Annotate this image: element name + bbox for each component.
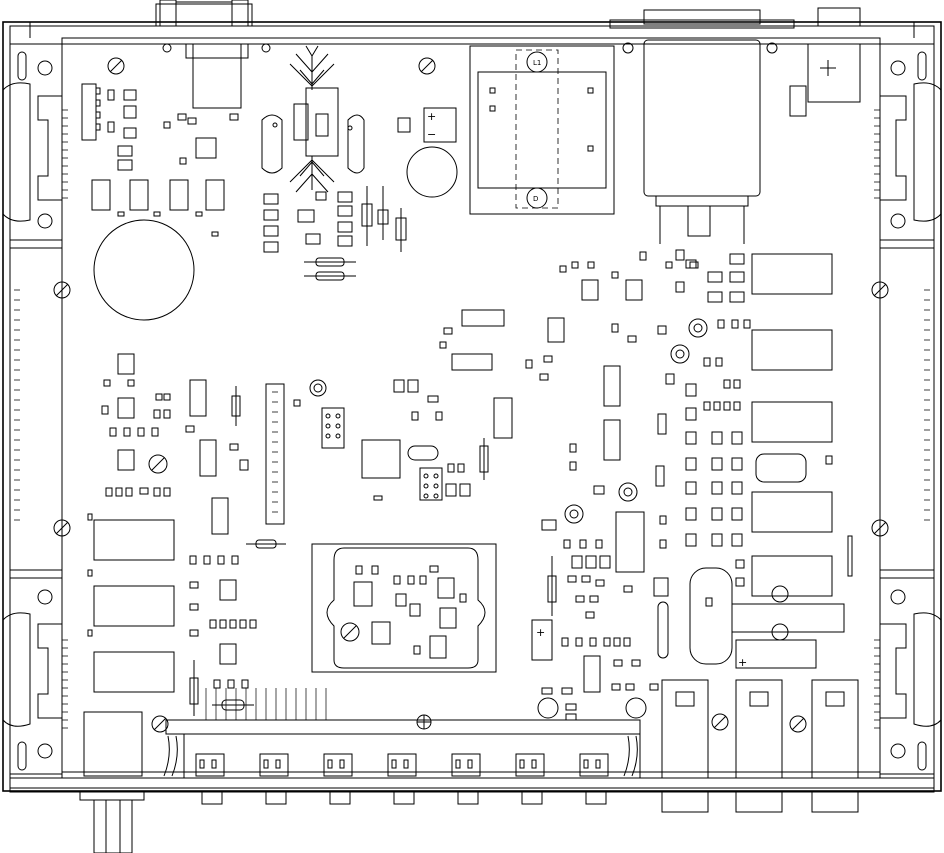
left-side-rail bbox=[2, 43, 68, 775]
top-left-components bbox=[81, 57, 239, 237]
regulator-area-parts bbox=[263, 57, 436, 281]
relay-bank: + bbox=[639, 249, 853, 669]
cap-minus-mark: − bbox=[427, 128, 436, 141]
dsub-connector-top bbox=[155, 0, 271, 109]
mounting-screws bbox=[53, 281, 889, 537]
transformer: L1 D bbox=[469, 45, 615, 215]
shielded-module bbox=[311, 543, 497, 673]
enclosure-frame bbox=[2, 21, 942, 793]
transformer-label-bottom: D bbox=[533, 195, 538, 203]
bnc-connectors bbox=[661, 679, 859, 813]
cap-plus-mark-3: + bbox=[738, 656, 747, 669]
large-electrolytic-capacitor bbox=[93, 219, 195, 321]
power-inlet-top bbox=[609, 9, 795, 244]
left-analog-area bbox=[87, 353, 286, 716]
cap-plus-mark: + bbox=[427, 110, 436, 123]
bottom-connector-strip bbox=[151, 688, 641, 805]
bnc-cable-bottom-left bbox=[79, 711, 145, 853]
right-side-rail bbox=[874, 43, 942, 775]
cap-plus-mark-2: + bbox=[536, 626, 545, 639]
right-center-parts: + bbox=[525, 261, 708, 721]
capacitor-round: + − bbox=[397, 107, 458, 198]
heatsink bbox=[261, 45, 365, 193]
transformer-label-top: L1 bbox=[533, 59, 541, 67]
power-terminal-top bbox=[789, 7, 861, 117]
center-logic-area bbox=[265, 309, 513, 525]
